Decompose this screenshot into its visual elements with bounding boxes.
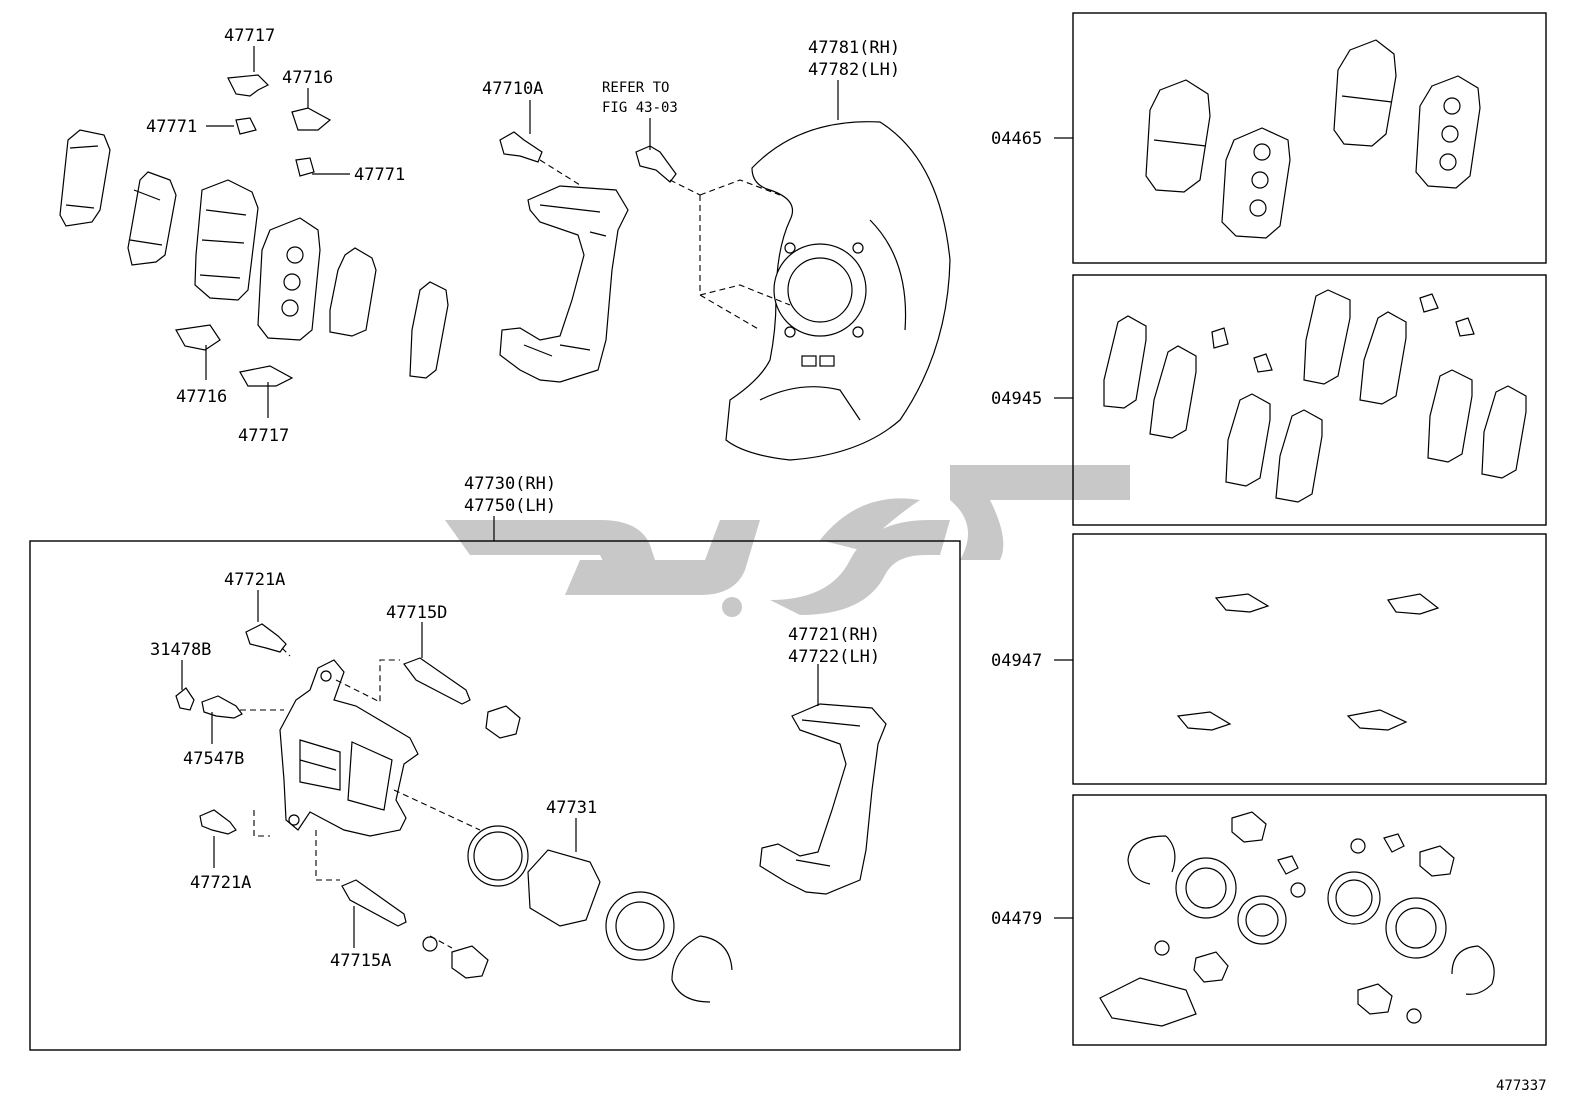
caliper-assembly-frame [29, 540, 961, 1051]
label-bolt-47710A: 47710A [482, 79, 543, 99]
caliper-small-parts [175, 623, 733, 1003]
mounting-bracket-lower [759, 703, 887, 895]
label-refer-to: REFER TO [602, 80, 669, 96]
label-bolt-47721A-bottom: 47721A [190, 873, 251, 893]
label-shim-47716-bottom: 47716 [176, 387, 227, 407]
label-bleeder-47547B: 47547B [183, 749, 244, 769]
label-dust-cover-rh: 47781(RH) [808, 38, 900, 58]
figure-number: 477337 [1496, 1078, 1547, 1094]
label-shim-47717-bottom: 47717 [238, 426, 289, 446]
label-clip-47771-a: 47771 [146, 117, 197, 137]
brake-pad-assembly [59, 74, 449, 387]
kit-04465-pads [1145, 39, 1481, 239]
watermark-logo [445, 465, 1130, 617]
kit-box-04479 [1072, 794, 1547, 1046]
label-kit-04945: 04945 [991, 389, 1042, 409]
label-mounting-lh: 47722(LH) [788, 647, 880, 667]
label-shim-47716-top: 47716 [282, 68, 333, 88]
label-caliper-rh: 47730(RH) [464, 474, 556, 494]
caliper-leader-lines [181, 590, 577, 948]
label-pin-47715D: 47715D [386, 603, 447, 623]
label-dust-cover-lh: 47782(LH) [808, 60, 900, 80]
label-refer-fig: FIG 43-03 [602, 100, 678, 116]
kit-box-04947 [1072, 533, 1547, 785]
caliper-body [279, 659, 419, 837]
mounting-bracket-upper [499, 131, 701, 383]
label-caliper-lh: 47750(LH) [464, 496, 556, 516]
label-kit-04465: 04465 [991, 129, 1042, 149]
label-kit-04947: 04947 [991, 651, 1042, 671]
pad-leader-lines [205, 46, 350, 418]
dust-cover [699, 121, 951, 461]
kit-04479-seals [1099, 811, 1495, 1027]
label-pin-47715A: 47715A [330, 951, 391, 971]
kit-04947-clips [1176, 593, 1440, 731]
label-bolt-47721A-top: 47721A [224, 570, 285, 590]
kit-box-04945 [1072, 274, 1547, 526]
label-kit-04479: 04479 [991, 909, 1042, 929]
kit-04945-shims [1103, 289, 1527, 503]
label-mounting-rh: 47721(RH) [788, 625, 880, 645]
label-cap-31478B: 31478B [150, 640, 211, 660]
label-shim-47717-top: 47717 [224, 26, 275, 46]
label-clip-47771-b: 47771 [354, 165, 405, 185]
label-piston-47731: 47731 [546, 798, 597, 818]
